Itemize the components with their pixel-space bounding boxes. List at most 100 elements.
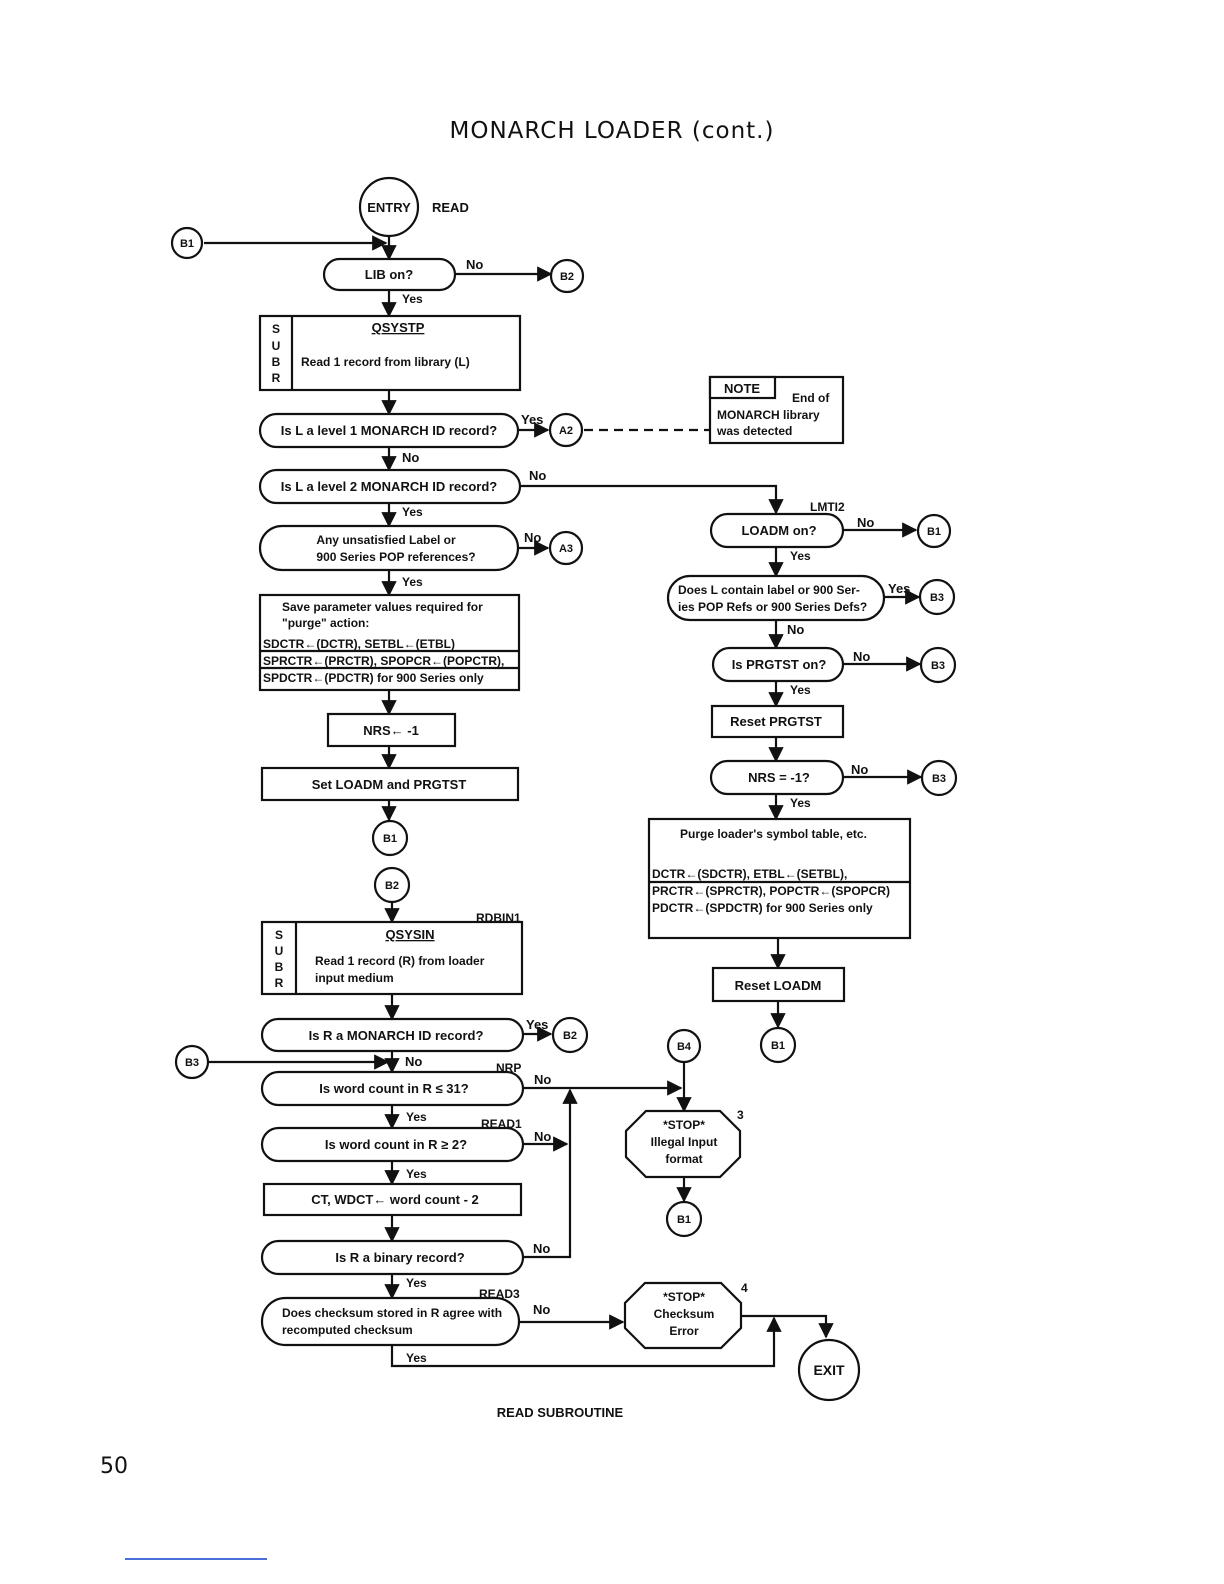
wc2-yes-label: Yes bbox=[406, 1167, 427, 1181]
svg-text:*STOP*: *STOP* bbox=[663, 1290, 705, 1304]
page-title: MONARCH LOADER (cont.) bbox=[449, 118, 775, 144]
decision-binary-record: Is R a binary record? bbox=[260, 1239, 525, 1276]
svg-text:Purge loader's symbol table, e: Purge loader's symbol table, etc. bbox=[680, 827, 867, 841]
page-number: 50 bbox=[100, 1454, 128, 1479]
svg-text:SPRCTR←(PRCTR), SPOPCR←(POPCTR: SPRCTR←(PRCTR), SPOPCR←(POPCTR), bbox=[263, 654, 504, 668]
decision-word-count-31: Is word count in R ≤ 31? bbox=[260, 1070, 525, 1107]
connector-b1-out-right: B1 bbox=[759, 1026, 797, 1064]
svg-text:Read 1 record (R) from loader: Read 1 record (R) from loader bbox=[315, 954, 485, 968]
lmti2-label: LMTI2 bbox=[810, 500, 845, 514]
level2-no-label: No bbox=[529, 468, 546, 483]
connector-b3-prgtst: B3 bbox=[919, 646, 957, 684]
unsat-no-label: No bbox=[524, 530, 541, 545]
decision-prgtst-on: Is PRGTST on? bbox=[711, 646, 845, 683]
svg-text:Illegal Input: Illegal Input bbox=[651, 1135, 718, 1149]
stop4-number: 4 bbox=[741, 1281, 748, 1295]
decision-checksum: Does checksum stored in R agree with rec… bbox=[260, 1296, 521, 1347]
svg-text:CT, WDCT← word count - 2: CT, WDCT← word count - 2 bbox=[311, 1192, 479, 1207]
connector-b1-in: B1 bbox=[170, 226, 204, 260]
connector-b1-out-left: B1 bbox=[371, 819, 409, 857]
figure-caption: READ SUBROUTINE bbox=[497, 1405, 624, 1420]
svg-text:NRS← -1: NRS← -1 bbox=[363, 723, 419, 738]
svg-text:Any unsatisfied Label or: Any unsatisfied Label or bbox=[316, 533, 456, 547]
stop-illegal-input: *STOP* Illegal Input format bbox=[624, 1109, 742, 1179]
svg-text:End of: End of bbox=[792, 391, 830, 405]
right-flow-lines bbox=[768, 522, 923, 1029]
svg-text:was detected: was detected bbox=[716, 424, 792, 438]
qsystp-text: Read 1 record from library (L) bbox=[301, 355, 470, 369]
monarch-no-label: No bbox=[405, 1054, 422, 1069]
binary-no-label: No bbox=[533, 1241, 550, 1256]
svg-text:Save parameter values required: Save parameter values required for bbox=[282, 600, 483, 614]
svg-text:B4: B4 bbox=[677, 1041, 692, 1053]
svg-text:SDCTR←(DCTR), SETBL←(ETBL): SDCTR←(DCTR), SETBL←(ETBL) bbox=[263, 637, 455, 651]
process-save-parameters: Save parameter values required for "purg… bbox=[258, 593, 521, 692]
process-reset-prgtst: Reset PRGTST bbox=[710, 704, 845, 739]
decision-unsatisfied-refs: Any unsatisfied Label or 900 Series POP … bbox=[258, 524, 520, 572]
svg-text:B3: B3 bbox=[931, 660, 945, 672]
left-flow-lines bbox=[204, 232, 784, 822]
connector-b3-nrs: B3 bbox=[920, 759, 958, 797]
svg-text:R: R bbox=[275, 976, 284, 990]
entry-terminal: ENTRY bbox=[358, 176, 420, 238]
decision-nrs-minus-one: NRS = -1? bbox=[709, 759, 845, 796]
svg-text:B1: B1 bbox=[771, 1040, 785, 1052]
svg-text:B: B bbox=[272, 355, 281, 369]
decision-loadm-on: LOADM on? bbox=[709, 512, 845, 549]
binary-yes-label: Yes bbox=[406, 1276, 427, 1290]
svg-text:B1: B1 bbox=[180, 238, 194, 250]
svg-text:B1: B1 bbox=[927, 526, 941, 538]
svg-text:MONARCH library: MONARCH library bbox=[717, 408, 820, 422]
svg-text:900 Series POP references?: 900 Series POP references? bbox=[316, 550, 475, 564]
svg-text:NRS = -1?: NRS = -1? bbox=[748, 770, 810, 785]
prgtst-no-label: No bbox=[853, 649, 870, 664]
connector-b2-monarch: B2 bbox=[551, 1016, 589, 1054]
subroutine-qsystp: S U B R QSYSTP Read 1 record from librar… bbox=[258, 314, 522, 392]
svg-text:recomputed checksum: recomputed checksum bbox=[282, 1323, 413, 1337]
level2-yes-label: Yes bbox=[402, 505, 423, 519]
stop-checksum-error: *STOP* Checksum Error bbox=[623, 1281, 743, 1350]
svg-text:Is R a MONARCH ID record?: Is R a MONARCH ID record? bbox=[309, 1028, 484, 1043]
svg-text:B2: B2 bbox=[385, 880, 399, 892]
svg-text:B1: B1 bbox=[383, 833, 397, 845]
svg-text:EXIT: EXIT bbox=[813, 1362, 845, 1378]
loadm-yes-label: Yes bbox=[790, 549, 811, 563]
decision-word-count-2: Is word count in R ≥ 2? bbox=[260, 1126, 525, 1163]
svg-text:"purge" action:: "purge" action: bbox=[282, 616, 369, 630]
decision-lib-on: LIB on? bbox=[322, 257, 457, 292]
wc2-no-label: No bbox=[534, 1129, 551, 1144]
connector-b2-lib: B2 bbox=[549, 258, 585, 294]
checksum-yes-label: Yes bbox=[406, 1351, 427, 1365]
svg-text:Is L a level 2 MONARCH ID reco: Is L a level 2 MONARCH ID record? bbox=[281, 479, 498, 494]
qsysin-title: QSYSIN bbox=[385, 927, 434, 942]
svg-text:*STOP*: *STOP* bbox=[663, 1118, 705, 1132]
connector-b1-loadm: B1 bbox=[916, 513, 952, 549]
connector-b2-in: B2 bbox=[373, 866, 411, 904]
exit-terminal: EXIT bbox=[797, 1338, 861, 1402]
svg-text:Set LOADM and PRGTST: Set LOADM and PRGTST bbox=[312, 777, 467, 792]
decision-level1: Is L a level 1 MONARCH ID record? bbox=[258, 412, 520, 449]
svg-text:B2: B2 bbox=[560, 271, 574, 283]
svg-text:B3: B3 bbox=[930, 592, 944, 604]
svg-text:Is PRGTST on?: Is PRGTST on? bbox=[732, 657, 827, 672]
svg-text:Does checksum stored in R agre: Does checksum stored in R agree with bbox=[282, 1306, 502, 1320]
svg-text:ies POP Refs or 900 Series Def: ies POP Refs or 900 Series Defs? bbox=[678, 600, 867, 614]
svg-text:U: U bbox=[275, 944, 284, 958]
svg-text:SPDCTR←(PDCTR) for 900 Series: SPDCTR←(PDCTR) for 900 Series only bbox=[263, 671, 484, 685]
process-set-loadm: Set LOADM and PRGTST bbox=[260, 766, 520, 802]
entry-label: ENTRY bbox=[367, 200, 411, 215]
svg-text:Is word count in R ≥ 2?: Is word count in R ≥ 2? bbox=[325, 1137, 467, 1152]
svg-text:format: format bbox=[665, 1152, 702, 1166]
lib-yes-label: Yes bbox=[402, 292, 423, 306]
wc31-yes-label: Yes bbox=[406, 1110, 427, 1124]
svg-text:LOADM on?: LOADM on? bbox=[741, 523, 816, 538]
level1-no-label: No bbox=[402, 450, 419, 465]
prgtst-yes-label: Yes bbox=[790, 683, 811, 697]
checksum-no-label: No bbox=[533, 1302, 550, 1317]
svg-text:Is L a level 1 MONARCH ID reco: Is L a level 1 MONARCH ID record? bbox=[281, 423, 498, 438]
connector-a3: A3 bbox=[548, 530, 584, 566]
svg-text:S: S bbox=[272, 322, 280, 336]
decision-level2: Is L a level 2 MONARCH ID record? bbox=[258, 468, 522, 505]
decision-monarch-id: Is R a MONARCH ID record? bbox=[260, 1017, 525, 1053]
